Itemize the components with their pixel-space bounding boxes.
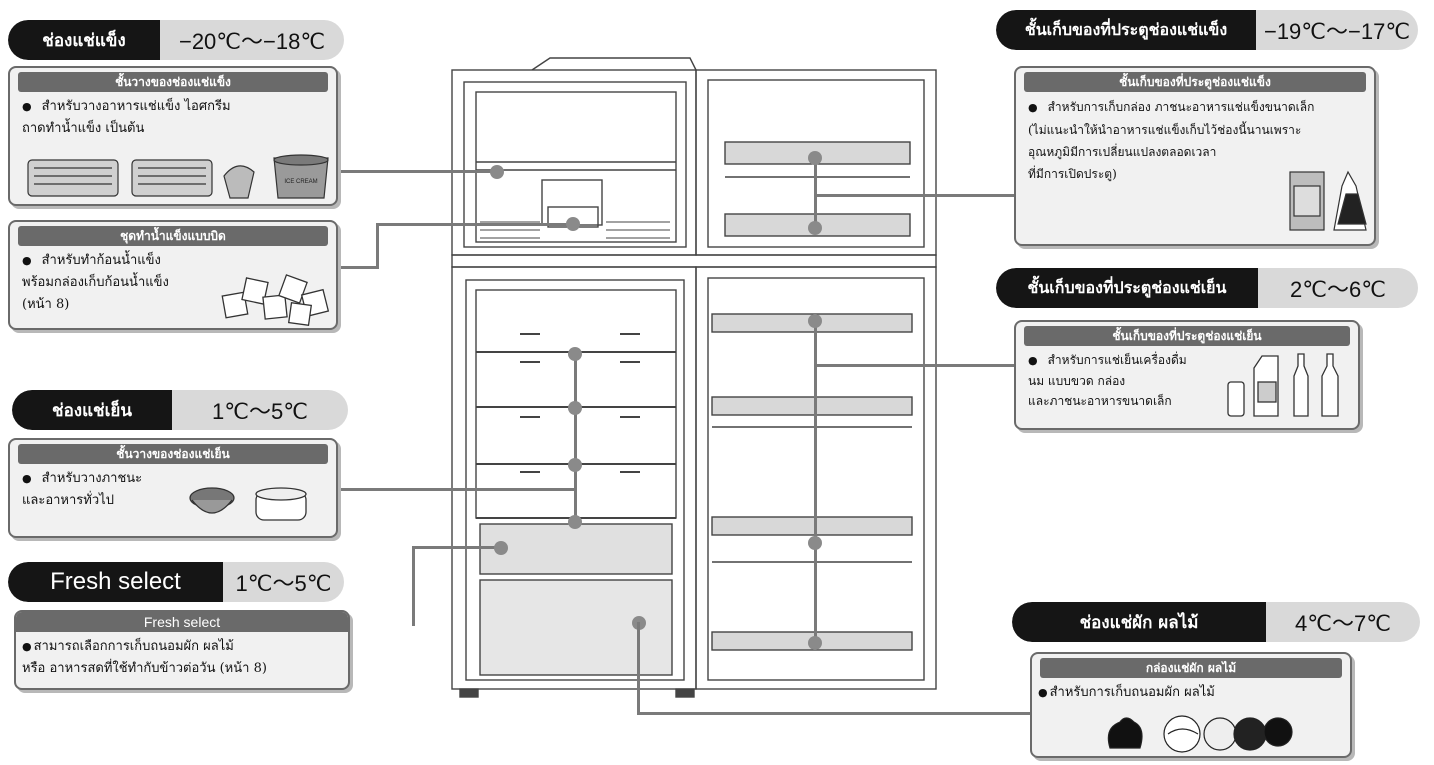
- freezer-door-temp: −19℃〜−17℃: [1263, 19, 1411, 44]
- fridge-top-cap: [531, 57, 697, 71]
- fridge-header: ช่องแช่เย็น 1℃〜5℃: [12, 390, 348, 430]
- freezer-shelf-line2: ถาดทำน้ำแข็ง เป็นต้น: [22, 121, 145, 136]
- vegetable-header: ช่องแช่ผัก ผลไม้ 4℃〜7℃: [1012, 602, 1420, 642]
- connector-dot: [494, 541, 508, 555]
- freezer-door-box: ชั้นเก็บของที่ประตูช่องแช่แข็ง ● สำหรับกา…: [1014, 66, 1376, 246]
- vegetable-box: กล่องแช่ผัก ผลไม้ ●สำหรับการเก็บถนอมผัก …: [1030, 652, 1352, 758]
- bullet-icon: ●: [1028, 354, 1038, 367]
- ice-cream-label: ICE CREAM: [284, 179, 317, 185]
- bullet-icon: ●: [22, 472, 32, 485]
- fridge-shelf-line1: สำหรับวางภาชนะ: [41, 471, 143, 486]
- vegetable-line1: สำหรับการเก็บถนอมผัก ผลไม้: [1049, 685, 1215, 700]
- fresh-select-box: Fresh select ●สามารถเลือกการเก็บถนอมผัก …: [14, 610, 350, 690]
- connector-dot: [808, 221, 822, 235]
- fresh-select-temp: 1℃〜5℃: [235, 571, 332, 596]
- freezer-shelf-line1: สำหรับวางอาหารแช่แข็ง ไอศกรีม: [41, 99, 231, 114]
- freezer-title: ช่องแช่แข็ง: [8, 20, 160, 60]
- connector-dot: [566, 217, 580, 231]
- fresh-select-line1: สามารถเลือกการเก็บถนอมผัก ผลไม้: [33, 639, 234, 654]
- divider: [451, 254, 937, 268]
- freezer-door-header: ชั้นเก็บของที่ประตูช่องแช่แข็ง −19℃〜−17℃: [996, 10, 1418, 50]
- freezer-shelf-box: ชั้นวางของช่องแช่แข็ง ● สำหรับวางอาหารแช่…: [8, 66, 338, 206]
- fresh-select-box-title: Fresh select: [16, 612, 348, 632]
- connector-dot: [808, 636, 822, 650]
- freezer-door-line1: สำหรับการเก็บกล่อง ภาชนะอาหารแช่แข็งขนาด…: [1047, 100, 1315, 114]
- bullet-icon: ●: [22, 640, 32, 653]
- bullet-icon: ●: [22, 254, 32, 267]
- vegetable-title: ช่องแช่ผัก ผลไม้: [1012, 602, 1266, 642]
- frozen-trays-icon: ICE CREAM: [27, 154, 329, 199]
- connector-dot: [808, 536, 822, 550]
- connector-line: [637, 622, 640, 715]
- freezer-door-line2: (ไม่แนะนำให้นำอาหารแช่แข็งเก็บไว้ช่องนี้…: [1028, 123, 1302, 137]
- fridge-shelf-title: ชั้นวางของช่องแช่เย็น: [18, 444, 328, 464]
- freezer-shelf-title: ชั้นวางของช่องแช่แข็ง: [18, 72, 328, 92]
- connector-line: [816, 364, 1016, 367]
- connector-line: [814, 322, 817, 644]
- bullet-icon: ●: [1028, 101, 1038, 114]
- connector-dot: [568, 347, 582, 361]
- fridge-door-box: ชั้นเก็บของที่ประตูช่องแช่เย็น ● สำหรับกา…: [1014, 320, 1360, 430]
- connector-line: [412, 546, 415, 626]
- ice-maker-line2: พร้อมกล่องเก็บก้อนน้ำแข็ง: [22, 275, 169, 290]
- ice-maker-title: ชุดทำน้ำแข็งแบบบิด: [18, 226, 328, 246]
- fridge-temp: 1℃〜5℃: [212, 399, 308, 424]
- freezer-door-title: ชั้นเก็บของที่ประตูช่องแช่แข็ง: [996, 10, 1256, 50]
- connector-dot: [808, 314, 822, 328]
- connector-dot: [490, 165, 504, 179]
- connector-line: [338, 266, 378, 269]
- freezer-header: ช่องแช่แข็ง −20℃〜−18℃: [8, 20, 344, 60]
- fresh-select-drawer: [479, 523, 673, 575]
- connector-line: [816, 194, 1016, 197]
- connector-dot: [808, 151, 822, 165]
- connector-line: [338, 488, 576, 491]
- frozen-packs-icon: [1289, 170, 1367, 231]
- ice-maker-line1: สำหรับทำก้อนน้ำแข็ง: [41, 253, 161, 268]
- connector-dot: [568, 515, 582, 529]
- fridge-shelf-line2: และอาหารทั่วไป: [22, 493, 114, 508]
- bullet-icon: ●: [1038, 686, 1048, 699]
- connector-dot: [568, 458, 582, 472]
- fridge-door-line2: นม แบบขวด กล่อง: [1028, 374, 1126, 388]
- fridge-title: ช่องแช่เย็น: [12, 390, 172, 430]
- connector-line: [814, 160, 817, 230]
- food-containers-icon: [189, 487, 307, 521]
- fridge-door-header: ชั้นเก็บของที่ประตูช่องแช่เย็น 2℃〜6℃: [996, 268, 1418, 308]
- ice-maker-line3: (หน้า 8): [22, 297, 70, 312]
- connector-dot: [568, 401, 582, 415]
- fresh-select-header: Fresh select 1℃〜5℃: [8, 562, 344, 602]
- fridge-door: [695, 266, 937, 690]
- refrigerator-illustration: [451, 57, 937, 698]
- connector-line: [338, 170, 498, 173]
- connector-line: [637, 712, 1031, 715]
- freezer-door-line4: ที่มีการเปิดประตู): [1028, 167, 1117, 181]
- fridge-shelf-box: ชั้นวางของช่องแช่เย็น ● สำหรับวางภาชนะ แล…: [8, 438, 338, 538]
- fruits-icon: [1107, 715, 1293, 753]
- fridge-door-line1: สำหรับการแช่เย็นเครื่องดื่ม: [1047, 353, 1187, 367]
- connector-line: [412, 546, 502, 549]
- freezer-temp: −20℃〜−18℃: [178, 29, 326, 54]
- freezer-door-line3: อุณหภูมิมีการเปลี่ยนแปลงตลอดเวลา: [1028, 145, 1217, 159]
- fridge-door-temp: 2℃〜6℃: [1290, 277, 1386, 302]
- connector-line: [376, 223, 576, 226]
- connector-line: [376, 223, 379, 269]
- fridge-door-title: ชั้นเก็บของที่ประตูช่องแช่เย็น: [996, 268, 1258, 308]
- fresh-select-line2: หรือ อาหารสดที่ใช้ทำกับข้าวต่อวัน (หน้า …: [22, 661, 267, 676]
- freezer-door-box-title: ชั้นเก็บของที่ประตูช่องแช่แข็ง: [1024, 72, 1366, 92]
- fresh-select-title: Fresh select: [8, 562, 223, 602]
- vegetable-box-title: กล่องแช่ผัก ผลไม้: [1040, 658, 1342, 678]
- ice-maker-box: ชุดทำน้ำแข็งแบบบิด ●สำหรับทำก้อนน้ำแข็ง …: [8, 220, 338, 330]
- vegetable-temp: 4℃〜7℃: [1295, 611, 1391, 636]
- drinks-icon: [1227, 353, 1339, 417]
- bullet-icon: ●: [22, 100, 32, 113]
- fridge-door-box-title: ชั้นเก็บของที่ประตูช่องแช่เย็น: [1024, 326, 1350, 346]
- connector-line: [574, 355, 577, 525]
- fridge-door-line3: และภาชนะอาหารขนาดเล็ก: [1028, 394, 1172, 408]
- ice-cubes-icon: [221, 274, 330, 327]
